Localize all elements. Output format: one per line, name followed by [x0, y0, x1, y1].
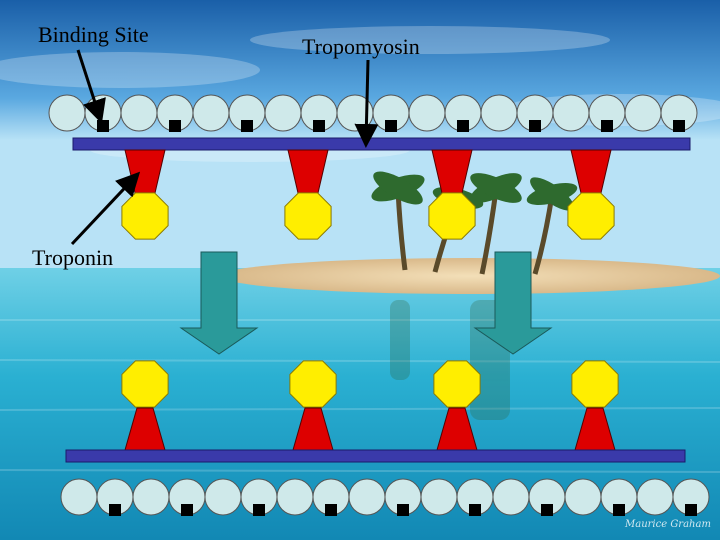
island-sand	[220, 258, 720, 294]
muscle-filament-diagram	[48, 49, 710, 516]
tropomyosin-rod	[72, 137, 691, 151]
troponin-head	[428, 192, 476, 240]
binding-site-marker	[457, 120, 469, 132]
actin-bead	[264, 94, 302, 132]
troponin-head	[571, 360, 619, 408]
actin-bead	[636, 478, 674, 516]
troponin-label: Troponin	[32, 245, 114, 270]
binding-site-marker	[685, 504, 697, 516]
actin-bead	[564, 478, 602, 516]
troponin-head	[284, 192, 332, 240]
binding-site-label: Binding Site	[38, 22, 149, 47]
watermark: Maurice Graham	[625, 519, 711, 530]
binding-site-marker	[109, 504, 121, 516]
actin-bead	[204, 478, 242, 516]
binding-site-marker	[181, 504, 193, 516]
actin-bead	[120, 94, 158, 132]
down-arrow	[473, 251, 553, 355]
tropomyosin-label: Tropomyosin	[302, 34, 420, 59]
tropomyosin-rod	[65, 449, 686, 463]
troponin-head	[433, 360, 481, 408]
binding-site-marker	[541, 504, 553, 516]
binding-site-marker	[613, 504, 625, 516]
binding-site-marker	[601, 120, 613, 132]
binding-site-marker	[397, 504, 409, 516]
troponin-head	[289, 360, 337, 408]
down-arrow	[179, 251, 259, 355]
troponin-head	[121, 360, 169, 408]
binding-site-marker	[325, 504, 337, 516]
tropomyosin-pointer	[354, 59, 379, 148]
binding-site-marker	[241, 120, 253, 132]
actin-bead	[48, 94, 86, 132]
actin-bead	[480, 94, 518, 132]
troponin-head	[121, 192, 169, 240]
actin-bead	[408, 94, 446, 132]
binding-site-pointer	[76, 49, 106, 124]
actin-bead	[420, 478, 458, 516]
actin-bead	[492, 478, 530, 516]
binding-site-marker	[673, 120, 685, 132]
binding-site-marker	[97, 120, 109, 132]
binding-site-marker	[469, 504, 481, 516]
actin-bead	[132, 478, 170, 516]
binding-site-marker	[313, 120, 325, 132]
binding-site-marker	[385, 120, 397, 132]
actin-bead	[60, 478, 98, 516]
binding-site-marker	[169, 120, 181, 132]
actin-bead	[624, 94, 662, 132]
actin-bead	[276, 478, 314, 516]
binding-site-marker	[253, 504, 265, 516]
actin-bead	[192, 94, 230, 132]
actin-bead	[552, 94, 590, 132]
troponin-head	[567, 192, 615, 240]
actin-bead	[348, 478, 386, 516]
binding-site-marker	[529, 120, 541, 132]
troponin-pointer	[70, 171, 141, 246]
